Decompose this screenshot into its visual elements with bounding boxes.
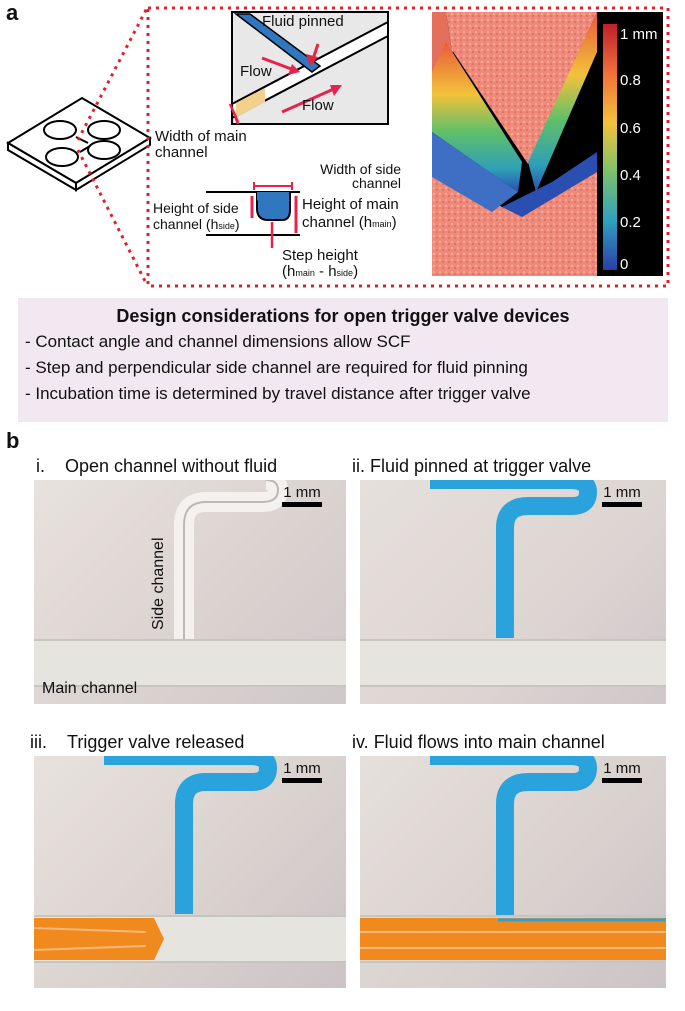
flow-label-top: Flow xyxy=(240,63,272,80)
side-channel-label: Side channel xyxy=(150,537,167,630)
photo-title-i: i. Open channel without fluid xyxy=(36,456,278,476)
colorbar-tick: 0.6 xyxy=(620,120,641,137)
flow-label-bottom: Flow xyxy=(302,97,334,114)
design-bullet: - Step and perpendicular side channel ar… xyxy=(25,358,528,377)
photo-title-ii: ii. Fluid pinned at trigger valve xyxy=(352,456,592,476)
colorbar-tick: 1 mm xyxy=(620,26,658,43)
design-bullet: - Incubation time is determined by trave… xyxy=(25,384,531,403)
scale-bar: 1 mm xyxy=(272,484,332,507)
design-considerations-box: Design considerations for open trigger v… xyxy=(18,298,668,422)
colorbar-tick: 0.2 xyxy=(620,214,641,231)
photo-i: 1 mm Side channel Main channel xyxy=(34,480,346,704)
panel-a-schematic xyxy=(6,6,670,288)
photo-iii: 1 mm xyxy=(34,756,346,988)
scale-bar: 1 mm xyxy=(272,760,332,783)
photo-title-iv: iv. Fluid flows into main channel xyxy=(352,732,605,752)
fluid-pinned-label: Fluid pinned xyxy=(262,13,344,30)
scale-bar: 1 mm xyxy=(592,484,652,507)
step-height-label: Step height(hmain - hside) xyxy=(282,247,359,280)
scale-bar: 1 mm xyxy=(592,760,652,783)
design-bullet: - Contact angle and channel dimensions a… xyxy=(25,332,411,351)
colorbar-tick: 0.4 xyxy=(620,167,641,184)
colorbar-tick: 0.8 xyxy=(620,72,641,89)
main-channel-label: Main channel xyxy=(42,680,138,697)
panel-b-letter: b xyxy=(6,428,20,453)
panel-a-letter: a xyxy=(6,0,19,25)
photo-ii: 1 mm xyxy=(360,480,666,704)
colorbar xyxy=(603,24,617,270)
colorbar-tick: 0 xyxy=(620,256,629,273)
photo-title-iii: iii. Trigger valve released xyxy=(30,732,245,752)
photo-iv: 1 mm xyxy=(360,756,666,988)
design-title: Design considerations for open trigger v… xyxy=(116,306,570,326)
profilometry-image: 1 mm 0.8 0.6 0.4 0.2 0 xyxy=(432,12,663,276)
